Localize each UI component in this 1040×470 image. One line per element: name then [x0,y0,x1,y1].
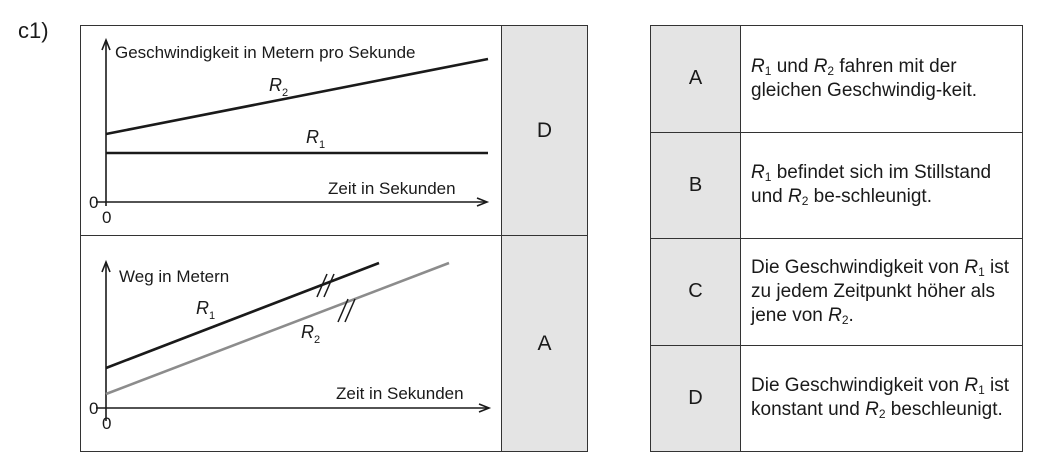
series-label-r1: R1 [306,127,325,151]
variable: R [865,399,879,421]
variable: R [828,304,842,326]
y-axis-label: Geschwindigkeit in Metern pro Sekunde [115,43,416,62]
x-axis-arrow [478,403,492,413]
series-label-r2: R2 [269,75,288,99]
subscript: 1 [764,63,772,78]
text-run: Die Geschwindigkeit von [751,256,965,278]
origin-y-tick: 0 [89,399,98,418]
distance-graph: Weg in Metern Zeit in Sekunden 0 0 [89,259,492,433]
text-run: be-schleunigt. [808,186,932,208]
subscript: 1 [764,170,772,185]
y-axis-arrow [101,37,111,51]
origin-x-tick: 0 [102,414,111,433]
text-run: . [848,304,854,326]
subscript: 2 [801,194,809,209]
distance-graph-cell: Weg in Metern Zeit in Sekunden 0 0 [81,236,501,451]
series-line-r2 [105,261,450,396]
origin-y-tick: 0 [89,193,98,212]
series-label-r1: R1 [196,298,215,322]
answer-cell-distance: A [501,236,587,451]
text-run: ist konstant und [751,375,1010,421]
option-letter: B [650,131,741,239]
break-mark-r2 [337,298,356,323]
text-run: fahren mit der gleichen Geschwindig-keit… [751,55,978,101]
variable: R [964,256,979,278]
subscript: 2 [827,63,835,78]
graph-row-velocity: Geschwindigkeit in Metern pro Sekunde Ze… [81,26,587,236]
graph-row-distance: Weg in Metern Zeit in Sekunden 0 0 [81,236,587,451]
break-mark-r1 [316,273,335,298]
option-letter: C [650,238,741,346]
text-run: und [771,55,814,77]
variable: R [751,162,765,184]
answer-cell-velocity: D [501,26,587,235]
variable: R [787,186,802,208]
option-text: Die Geschwindigkeit von R1 ist konstant … [740,344,1023,452]
subscript: 2 [878,407,886,422]
option-letter: A [650,25,741,133]
variable: R [813,55,828,77]
y-axis-arrow [101,259,111,273]
option-letter: D [650,344,741,452]
option-text: R1 und R2 fahren mit der gleichen Geschw… [740,25,1023,133]
subscript: 2 [841,312,849,327]
velocity-graph-cell: Geschwindigkeit in Metern pro Sekunde Ze… [81,26,501,235]
text-run: Die Geschwindigkeit von [751,375,965,397]
text-run: befindet sich im Stillstand und [751,162,992,208]
origin-x-tick: 0 [102,208,111,227]
x-axis-arrow [476,197,490,207]
x-axis-label: Zeit in Sekunden [328,179,456,198]
option-text: Die Geschwindigkeit von R1 ist zu jedem … [740,238,1023,346]
velocity-graph: Geschwindigkeit in Metern pro Sekunde Ze… [89,37,490,227]
subscript: 1 [978,383,985,398]
y-axis-label: Weg in Metern [119,267,229,286]
text-run: beschleunigt. [885,399,1003,421]
series-line-r1 [105,261,380,370]
variable: R [751,55,765,77]
text-run: ist zu jedem Zeitpunkt höher als jene vo… [751,256,1010,326]
series-label-r2: R2 [301,322,320,346]
x-axis-label: Zeit in Sekunden [336,384,464,403]
task-label: c1) [18,18,49,43]
option-text: R1 befindet sich im Stillstand und R2 be… [740,131,1023,239]
variable: R [964,375,979,397]
series-line-r2 [105,57,489,136]
graph-table: Geschwindigkeit in Metern pro Sekunde Ze… [80,25,588,452]
subscript: 1 [978,264,985,279]
